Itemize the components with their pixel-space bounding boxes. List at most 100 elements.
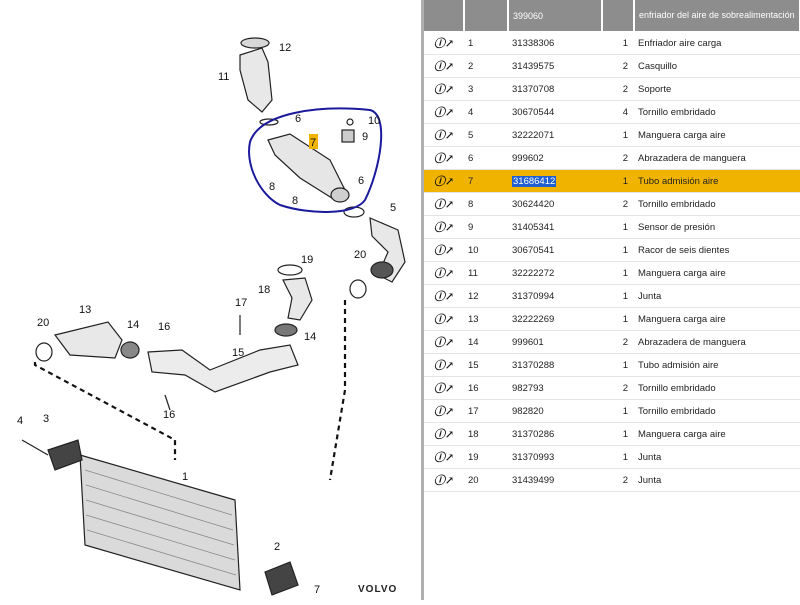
info-pointer-icon[interactable]: ⓘ↗ [424,77,464,101]
info-pointer-icon[interactable]: ⓘ↗ [424,100,464,124]
info-pointer-icon[interactable]: ⓘ↗ [433,313,455,326]
info-pointer-icon[interactable]: ⓘ↗ [433,359,455,372]
info-pointer-icon[interactable]: ⓘ↗ [424,353,464,377]
quantity-text: 1 [622,37,628,49]
info-pointer-icon[interactable]: ⓘ↗ [424,238,464,262]
info-pointer-icon[interactable]: ⓘ↗ [424,169,464,193]
info-pointer-icon[interactable]: ⓘ↗ [433,152,455,165]
info-pointer-icon[interactable]: ⓘ↗ [424,54,464,78]
info-pointer-icon[interactable]: ⓘ↗ [424,399,464,423]
info-pointer-icon[interactable]: ⓘ↗ [424,146,464,170]
part-description-text: Tubo admisión aire [638,175,719,187]
info-pointer-icon[interactable]: ⓘ↗ [424,31,464,55]
part-description-text: Manguera carga aire [638,129,726,141]
part-description: Abrazadera de manguera [634,146,800,170]
info-pointer-icon[interactable]: ⓘ↗ [433,221,455,234]
info-pointer-icon[interactable]: ⓘ↗ [433,129,455,142]
panel-divider[interactable] [421,0,424,600]
info-pointer-icon[interactable]: ⓘ↗ [433,336,455,349]
info-pointer-icon[interactable]: ⓘ↗ [424,422,464,446]
part-description: Tornillo embridado [634,399,800,423]
quantity: 1 [602,445,634,469]
info-pointer-icon[interactable]: ⓘ↗ [424,215,464,239]
part-11-hose [239,47,273,113]
part-description: Junta [634,284,800,308]
info-pointer-icon[interactable]: ⓘ↗ [424,376,464,400]
info-pointer-icon[interactable]: ⓘ↗ [433,198,455,211]
info-pointer-icon[interactable]: ⓘ↗ [424,330,464,354]
header-icon-col [424,0,465,32]
quantity-text: 1 [622,267,628,279]
part-description: Abrazadera de manguera [634,330,800,354]
part-number-text: 30670541 [512,244,555,256]
part-number-text: 31439499 [512,474,555,486]
info-pointer-icon[interactable]: ⓘ↗ [424,261,464,285]
info-pointer-icon[interactable]: ⓘ↗ [433,428,455,441]
info-pointer-icon[interactable]: ⓘ↗ [433,83,455,96]
quantity: 1 [602,238,634,262]
row-number: 3 [464,77,508,101]
info-pointer-icon[interactable]: ⓘ↗ [433,267,455,280]
info-pointer-icon[interactable]: ⓘ↗ [433,106,455,119]
callout-label: 4 [17,415,23,427]
part-description-text: Casquillo [638,60,678,72]
row-number-text: 14 [468,336,479,348]
info-pointer-icon[interactable]: ⓘ↗ [424,468,464,492]
quantity-text: 1 [622,244,628,256]
part-number: 31439575 [508,54,602,78]
info-pointer-icon[interactable]: ⓘ↗ [433,290,455,303]
part-number: 30670541 [508,238,602,262]
part-description: Casquillo [634,54,800,78]
info-pointer-icon[interactable]: ⓘ↗ [433,405,455,418]
info-pointer-icon[interactable]: ⓘ↗ [433,451,455,464]
info-pointer-icon[interactable]: ⓘ↗ [433,60,455,73]
row-number-text: 20 [468,474,479,486]
part-number-text: 31439575 [512,60,555,72]
part-9-sensor [341,129,355,143]
info-pointer-icon[interactable]: ⓘ↗ [433,244,455,257]
quantity-text: 2 [622,83,628,95]
part-number-text: 31370288 [512,359,555,371]
part-description-text: Tornillo embridado [638,106,716,118]
part-number-text: 31405341 [512,221,555,233]
row-number-text: 13 [468,313,479,325]
info-pointer-icon[interactable]: ⓘ↗ [424,284,464,308]
info-pointer-icon[interactable]: ⓘ↗ [433,474,455,487]
part-number: 31686412 [508,169,602,193]
info-pointer-icon[interactable]: ⓘ↗ [424,445,464,469]
row-number: 13 [464,307,508,331]
info-pointer-icon[interactable]: ⓘ↗ [424,123,464,147]
row-number-text: 5 [468,129,474,141]
part-14-clamp [274,323,298,337]
callout-label: 1 [182,471,188,483]
row-number: 10 [464,238,508,262]
info-pointer-icon[interactable]: ⓘ↗ [433,175,455,188]
info-pointer-icon[interactable]: ⓘ↗ [424,307,464,331]
quantity: 1 [602,284,634,308]
quantity: 2 [602,376,634,400]
info-pointer-icon[interactable]: ⓘ↗ [433,382,455,395]
part-number-text: 30624420 [512,198,555,210]
info-pointer-icon[interactable]: ⓘ↗ [424,192,464,216]
info-pointer-icon[interactable]: ⓘ↗ [433,37,455,50]
